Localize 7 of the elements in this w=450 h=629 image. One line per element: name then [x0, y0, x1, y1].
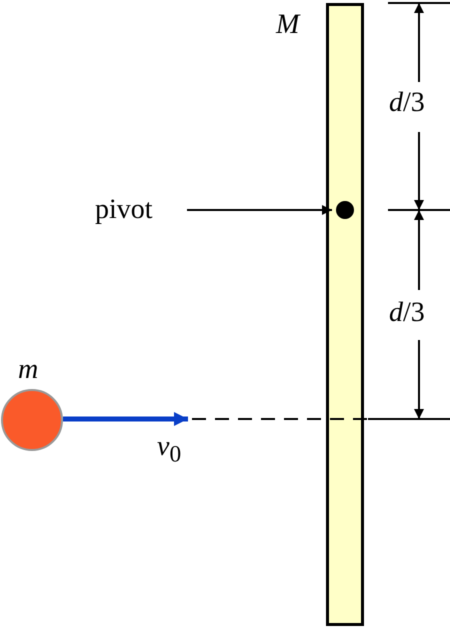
mass-label: m	[18, 355, 38, 385]
arrow	[187, 205, 332, 215]
dimension-label: d/3	[389, 88, 425, 118]
pivot-label: pivot	[95, 195, 179, 225]
velocity-label: v$_{0}$	[157, 432, 182, 470]
dimension-label: d/3	[389, 298, 425, 328]
mass-label: M	[276, 10, 300, 40]
